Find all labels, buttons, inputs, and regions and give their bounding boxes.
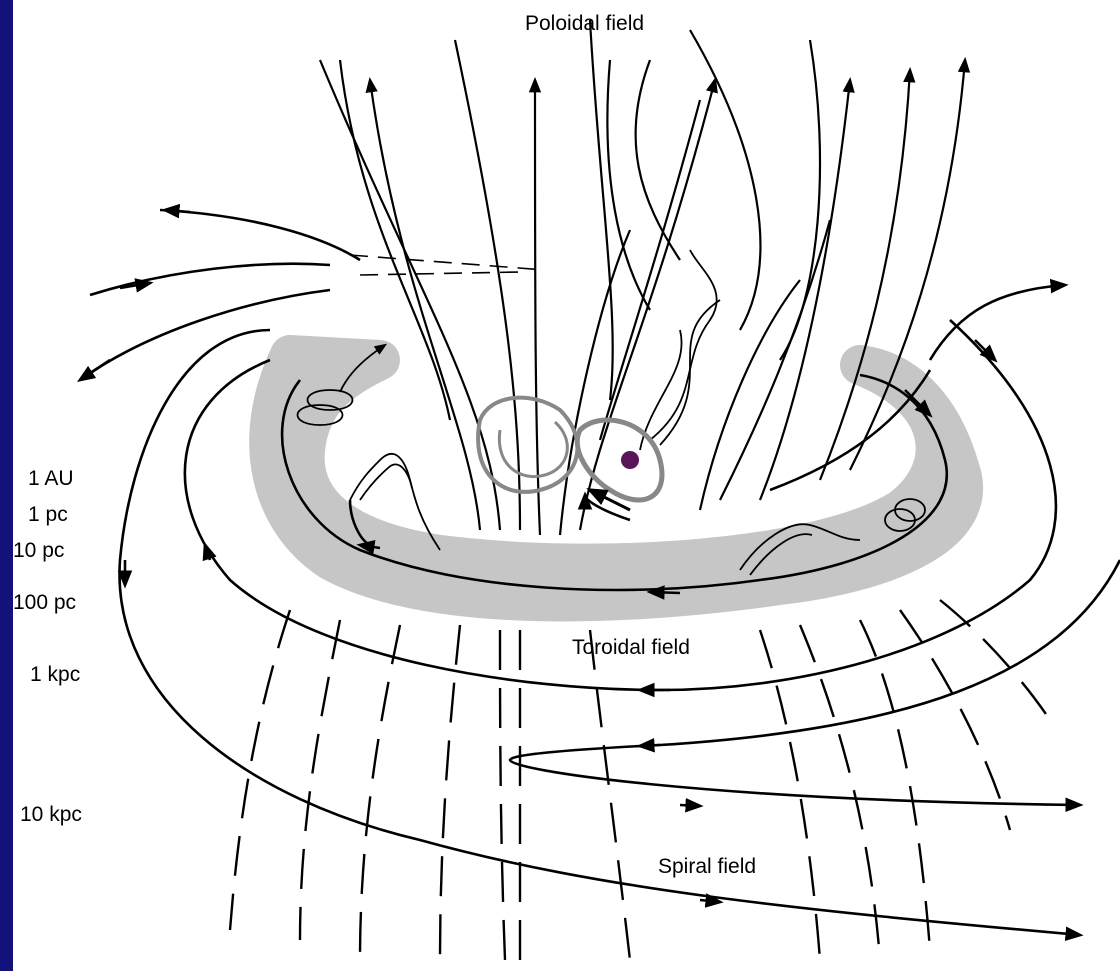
scale-label-10kpc: 10 kpc (20, 803, 82, 826)
dashed-field-lines (350, 255, 545, 275)
scale-label-10pc: 10 pc (13, 539, 64, 562)
scale-label-1au: 1 AU (28, 467, 74, 490)
toroidal-field-label: Toroidal field (572, 636, 690, 659)
spiral-field-label: Spiral field (658, 855, 756, 878)
poloidal-field-lines (320, 20, 965, 535)
galactic-disk-band (269, 355, 963, 601)
scale-label-1kpc: 1 kpc (30, 663, 80, 686)
scale-label-100pc: 100 pc (13, 591, 76, 614)
scale-label-1pc: 1 pc (28, 503, 68, 526)
poloidal-field-label: Poloidal field (525, 12, 644, 35)
